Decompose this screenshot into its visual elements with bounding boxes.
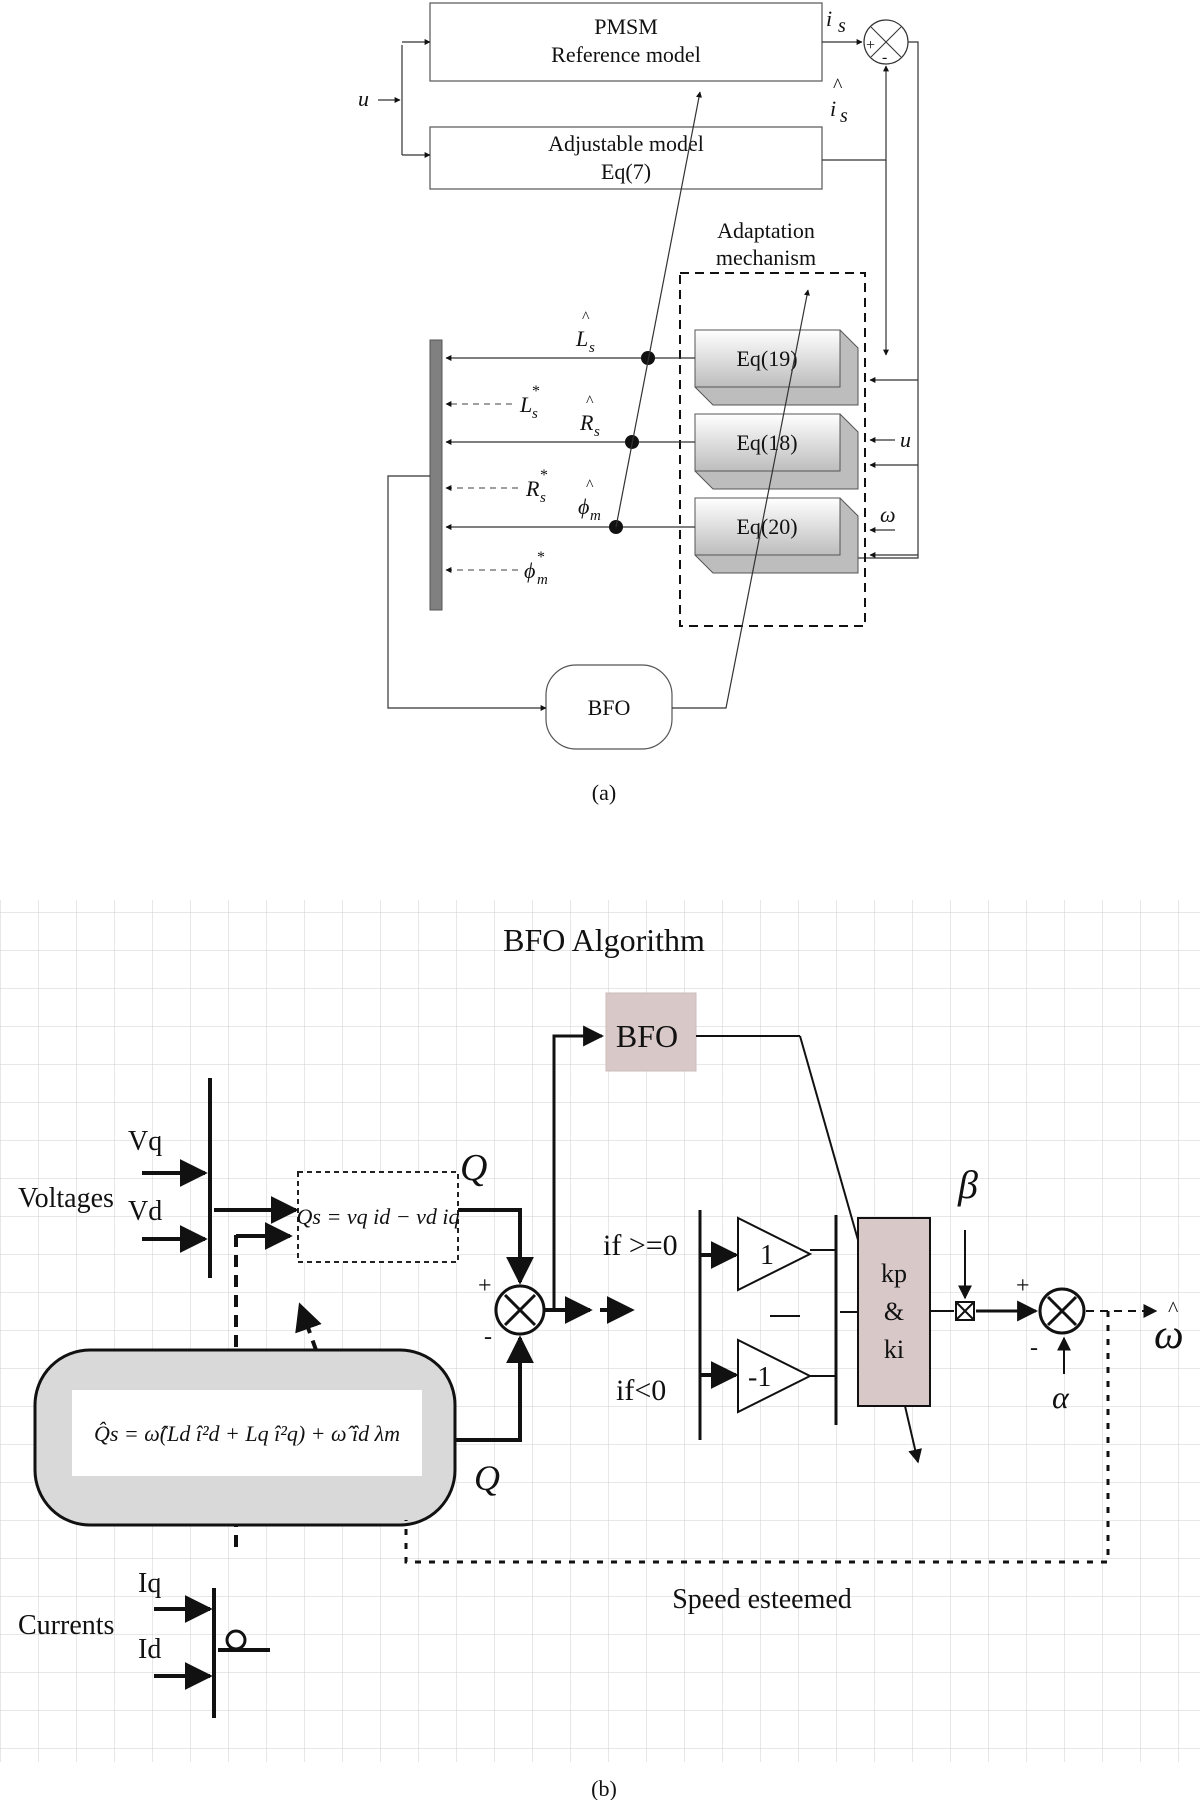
svg-text:m: m (590, 508, 601, 524)
estimate-phim: ^ ϕ m (578, 477, 601, 524)
svg-text:R: R (525, 476, 540, 501)
cond-neg-label: if<0 (616, 1374, 666, 1407)
side-input-u: u (900, 427, 911, 452)
omega-hat-hat: ^ (1168, 1296, 1179, 1321)
gain-pos-triangle: 1 (737, 1216, 813, 1292)
sum-plus-b1: + (478, 1273, 492, 1299)
pi-ki: ki (884, 1335, 904, 1364)
q-label: Q (460, 1147, 487, 1189)
reference-Ls: L s * (445, 383, 540, 422)
svg-text:*: * (532, 383, 540, 400)
gain-neg-triangle: -1 (737, 1338, 813, 1414)
title-b: BFO Algorithm (503, 922, 705, 958)
sum-plus-b2: + (1016, 1273, 1030, 1299)
eq-block-18: Eq(18) (694, 413, 859, 490)
qhat-equation: Q̂s = ω̂(Ld î²d + Lq î²q) + ω̂ îd λm (94, 1421, 400, 1446)
svg-text:s: s (589, 340, 595, 356)
reference-Rs: R s * (445, 467, 548, 506)
svg-text:*: * (537, 549, 545, 566)
svg-text:L: L (519, 392, 532, 417)
id-label: Id (138, 1634, 161, 1665)
voltages-label: Voltages (18, 1183, 114, 1214)
reference-model-line2: Reference model (551, 42, 701, 67)
adaptation-title-line2: mechanism (716, 245, 816, 270)
alpha-label: α (1052, 1379, 1070, 1415)
adjustable-model-line1: Adjustable model (548, 131, 704, 156)
svg-text:R: R (579, 410, 594, 435)
pi-and: & (884, 1297, 904, 1326)
adaptation-mechanism: Adaptation mechanism Eq(19) Eq(18) Eq(20… (679, 218, 866, 627)
sum-minus-b1: - (484, 1324, 492, 1350)
input-u-label: u (358, 86, 369, 111)
reference-model-block: PMSM Reference model (429, 2, 823, 82)
sum-minus-a: - (882, 49, 887, 66)
svg-text:^: ^ (586, 393, 594, 410)
panel-a: PMSM Reference model Adjustable model Eq… (358, 2, 919, 805)
eq-block-19-label: Eq(19) (736, 346, 797, 371)
omega-hat-label: ω (1154, 1312, 1184, 1358)
beta-label: β (957, 1162, 978, 1207)
iq-label: Iq (138, 1568, 161, 1599)
bfo-block-a: BFO (545, 664, 673, 750)
adaptation-title-line1: Adaptation (717, 218, 815, 243)
adjustable-model-line2: Eq(7) (601, 159, 651, 184)
svg-text:*: * (540, 467, 548, 484)
gain-neg-label: -1 (748, 1362, 771, 1393)
omega-hat-output: ω ^ (1154, 1296, 1184, 1358)
gain-pos-label: 1 (760, 1240, 774, 1271)
eq-block-18-label: Eq(18) (736, 430, 797, 455)
svg-text:ϕ: ϕ (578, 494, 589, 519)
cond-pos-label: if >=0 (603, 1229, 678, 1262)
bfo-block-b: BFO (605, 992, 697, 1072)
output-ishat-sub: s (840, 105, 848, 127)
bfo-label-b: BFO (616, 1018, 678, 1054)
svg-text:s: s (532, 406, 538, 422)
mux-bar-a (429, 339, 443, 611)
sum-junction-b2: + - (1016, 1273, 1086, 1361)
panel-b: BFO Algorithm BFO Voltages Vq Vd Qs = vq… (0, 900, 1200, 1800)
estimate-Rs: ^ R s (579, 393, 600, 440)
svg-text:s: s (594, 424, 600, 440)
pi-block: kp & ki (857, 1217, 931, 1407)
svg-text:m: m (537, 572, 548, 588)
side-input-omega: ω (880, 502, 896, 527)
svg-text:^: ^ (586, 477, 594, 494)
svg-text:L: L (575, 326, 588, 351)
pi-kp: kp (881, 1259, 907, 1288)
qhat-label: Q (474, 1458, 500, 1498)
sum-plus-a: + (866, 37, 875, 54)
qs-equation: Qs = vq id − vd iq (297, 1204, 460, 1229)
svg-text:s: s (540, 490, 546, 506)
eq-block-20: Eq(20) (694, 497, 859, 574)
vq-label: Vq (128, 1126, 162, 1157)
bfo-label-a: BFO (588, 695, 631, 720)
adjustable-model-block: Adjustable model Eq(7) (429, 126, 823, 190)
output-is-label: i (826, 6, 832, 31)
vd-label: Vd (128, 1196, 162, 1227)
qhat-block: Q̂s = ω̂(Ld î²d + Lq î²q) + ω̂ îd λm (33, 1348, 457, 1527)
output-is-sub: s (838, 15, 846, 37)
speed-estimated-label: Speed esteemed (672, 1584, 852, 1615)
grid-background (0, 900, 1200, 1762)
svg-text:^: ^ (582, 309, 590, 326)
currents-label: Currents (18, 1610, 114, 1641)
reference-phim: ϕ m * (445, 549, 548, 588)
sum-minus-b2: - (1030, 1335, 1038, 1361)
eq-block-19: Eq(19) (694, 329, 859, 406)
estimate-Ls: ^ L s (575, 309, 595, 356)
caption-b: (b) (591, 1776, 617, 1800)
eq-block-20-label: Eq(20) (736, 514, 797, 539)
reference-model-line1: PMSM (594, 14, 658, 39)
sum-junction-a: + - (863, 19, 909, 66)
caption-a: (a) (592, 780, 616, 805)
output-ishat-label: i (830, 96, 836, 121)
beta-multiplier (955, 1301, 975, 1321)
qs-equation-box: Qs = vq id − vd iq (297, 1171, 460, 1263)
svg-text:ϕ: ϕ (524, 558, 535, 583)
output-ishat-hat: ^ (833, 75, 843, 97)
sum-junction-b1: + - (478, 1273, 546, 1350)
